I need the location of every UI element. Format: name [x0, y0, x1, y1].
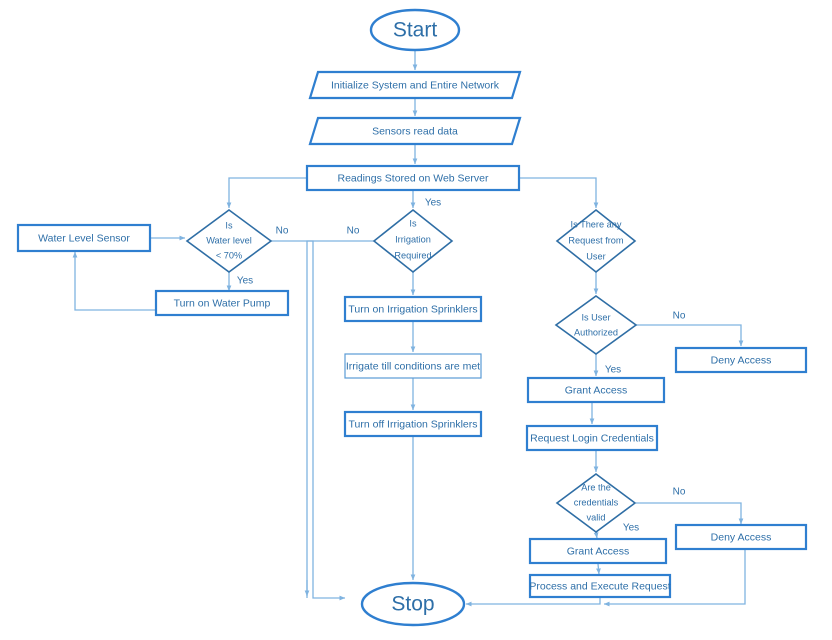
- water-sensor-rect: [16, 223, 152, 253]
- stop-label: Stop: [391, 593, 434, 616]
- process-request-rect: [528, 573, 672, 599]
- node-water-level-sensor[interactable]: Water Level Sensor: [16, 223, 152, 253]
- node-credentials-valid[interactable]: Are the credentials valid: [555, 473, 637, 533]
- start-ellipse: [369, 8, 461, 52]
- grant-access-1-rect: [526, 376, 666, 404]
- edge-layer: [72, 50, 790, 607]
- edge-label-no-credentials: No: [673, 487, 686, 498]
- edge-label-yes-irrigation: Yes: [425, 198, 441, 209]
- edge-deny1-to-bottom-bus: [745, 372, 790, 604]
- edge-readings-to-water-level: [226, 177, 307, 209]
- grant-access-1-label: Grant Access: [565, 384, 627, 396]
- sprinklers-on-label: Turn on Irrigation Sprinklers: [348, 303, 477, 315]
- request-creds-label: Request Login Credentials: [530, 432, 654, 444]
- user-authorized-line2: Authorized: [574, 327, 618, 337]
- irrigation-check-line2: Irrigation: [395, 234, 431, 244]
- credentials-valid-diamond: [555, 473, 637, 533]
- edge-request-creds-to-valid: [592, 449, 599, 473]
- stop-ellipse: [360, 581, 466, 627]
- node-irrigation-check[interactable]: Is Irrigation Required: [372, 208, 454, 274]
- sprinklers-off-rect: [343, 410, 483, 438]
- edge-creds-no-to-deny: [636, 502, 744, 525]
- deny-access-2-label: Deny Access: [711, 531, 772, 543]
- edge-grant-to-request-creds: [589, 401, 596, 425]
- water-sensor-label: Water Level Sensor: [38, 232, 130, 244]
- sensors-label: Sensors read data: [372, 125, 458, 137]
- node-sprinklers-on[interactable]: Turn on Irrigation Sprinklers: [343, 295, 483, 323]
- sprinklers-off-label: Turn off Irrigation Sprinklers: [349, 418, 478, 430]
- water-check-diamond: [185, 209, 273, 273]
- edge-label-no-irrigation: No: [347, 226, 360, 237]
- grant-access-2-label: Grant Access: [567, 545, 629, 557]
- node-request-check[interactable]: Is There any Request from User: [555, 208, 637, 274]
- node-layer: Start Initialize System and Entire Netwo…: [16, 8, 808, 627]
- deny-access-1-rect: [674, 346, 808, 374]
- user-authorized-diamond: [554, 295, 638, 355]
- water-check-line3: < 70%: [216, 250, 242, 260]
- node-deny-access-2[interactable]: Deny Access: [674, 523, 808, 551]
- deny-access-1-label: Deny Access: [711, 354, 772, 366]
- edge-water-check-no-to-stop: [271, 240, 346, 601]
- node-grant-access-1[interactable]: Grant Access: [526, 376, 666, 404]
- irrigation-check-diamond: [372, 208, 454, 274]
- edge-label-yes-credentials: Yes: [623, 523, 639, 534]
- readings-label: Readings Stored on Web Server: [338, 172, 489, 184]
- edge-readings-to-request: [519, 177, 599, 209]
- irrigate-till-label: Irrigate till conditions are met: [346, 360, 480, 372]
- node-sensors-read-data[interactable]: Sensors read data: [308, 116, 522, 146]
- edge-label-no-water-level: No: [276, 226, 289, 237]
- irrigation-check-line1: Is: [409, 218, 417, 228]
- node-process-execute-request[interactable]: Process and Execute Request: [528, 573, 672, 599]
- node-grant-access-2[interactable]: Grant Access: [528, 537, 668, 565]
- irrigation-check-line3: Required: [394, 250, 431, 260]
- edge-label-layer: Yes No No Yes No Yes No Yes: [237, 198, 686, 534]
- edge-authorized-no-to-deny: [636, 324, 744, 347]
- user-authorized-line1: Is User: [581, 312, 610, 322]
- readings-rect: [305, 164, 521, 192]
- sensors-parallelogram: [308, 116, 522, 146]
- water-check-line1: Is: [225, 220, 233, 230]
- request-check-line1: Is There any: [571, 219, 622, 229]
- node-readings-stored[interactable]: Readings Stored on Web Server: [305, 164, 521, 192]
- edge-label-no-authorized: No: [673, 311, 686, 322]
- node-irrigate-till-met[interactable]: Irrigate till conditions are met: [344, 353, 482, 379]
- credentials-valid-line2: credentials: [574, 497, 619, 507]
- node-sprinklers-off[interactable]: Turn off Irrigation Sprinklers: [343, 410, 483, 438]
- grant-access-2-rect: [528, 537, 668, 565]
- edge-deny2-to-stop: [603, 549, 746, 607]
- edge-pump-to-sensor-loop: [72, 251, 156, 311]
- water-check-line2: Water level: [206, 235, 252, 245]
- edge-grant2-to-process: [596, 563, 601, 575]
- sprinklers-on-rect: [343, 295, 483, 323]
- node-water-level-check[interactable]: Is Water level < 70%: [185, 209, 273, 273]
- node-turn-on-water-pump[interactable]: Turn on Water Pump: [154, 289, 290, 317]
- edge-label-yes-water-level: Yes: [237, 276, 253, 287]
- request-check-diamond: [555, 208, 637, 274]
- node-start[interactable]: Start: [369, 8, 461, 52]
- node-user-authorized[interactable]: Is User Authorized: [554, 295, 638, 355]
- node-stop[interactable]: Stop: [360, 581, 466, 627]
- node-deny-access-1[interactable]: Deny Access: [674, 346, 808, 374]
- water-pump-rect: [154, 289, 290, 317]
- irrigate-till-rect: [344, 353, 482, 379]
- request-creds-rect: [525, 424, 659, 452]
- edge-label-yes-authorized: Yes: [605, 365, 621, 376]
- deny-access-2-rect: [674, 523, 808, 551]
- start-label: Start: [393, 19, 438, 42]
- credentials-valid-line3: valid: [587, 512, 606, 522]
- request-check-line2: Request from: [568, 235, 623, 245]
- node-initialize-system[interactable]: Initialize System and Entire Network: [308, 70, 522, 100]
- initialize-parallelogram: [308, 70, 522, 100]
- edge-process-to-stop: [465, 598, 601, 607]
- process-request-label: Process and Execute Request: [529, 580, 670, 592]
- credentials-valid-line1: Are the: [581, 482, 611, 492]
- request-check-line3: User: [586, 251, 605, 261]
- water-pump-label: Turn on Water Pump: [174, 297, 271, 309]
- initialize-label: Initialize System and Entire Network: [331, 79, 500, 91]
- edge-creds-yes-to-grant: [593, 531, 599, 539]
- node-request-login-credentials[interactable]: Request Login Credentials: [525, 424, 659, 452]
